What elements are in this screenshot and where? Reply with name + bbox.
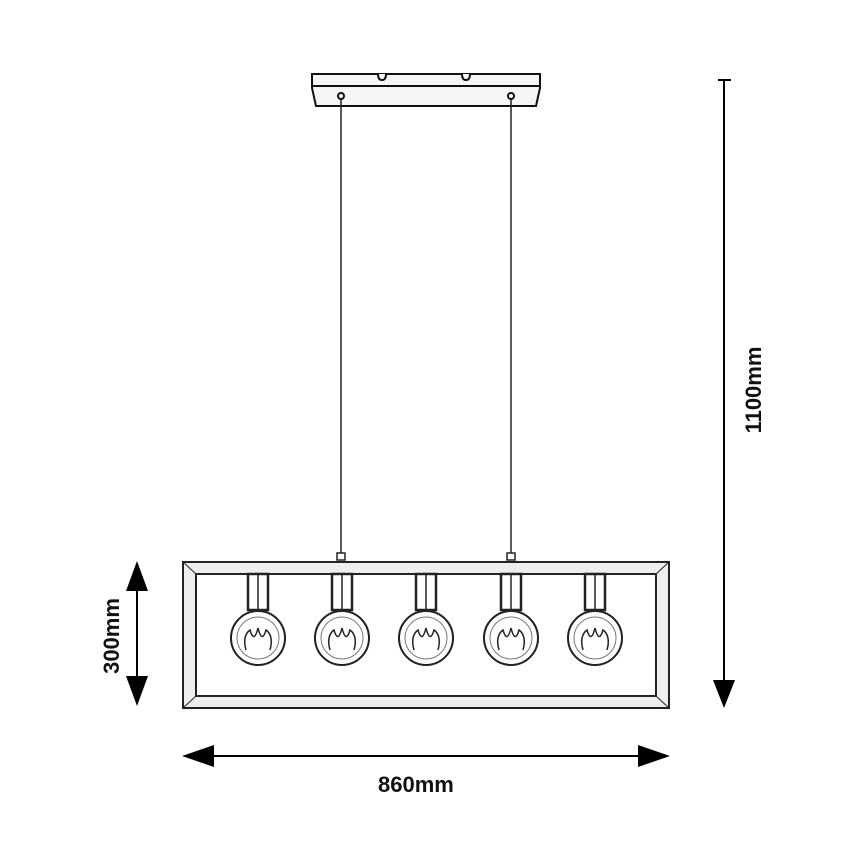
width-dimension-arrow — [182, 745, 670, 767]
bulb-5 — [567, 572, 623, 666]
width-label: 860mm — [378, 772, 454, 797]
total-height-label: 1100mm — [741, 346, 766, 434]
total-height-dimension-arrow — [713, 79, 735, 708]
bulb-2 — [314, 572, 370, 666]
ceiling-canopy — [311, 73, 541, 107]
bulbs — [230, 572, 623, 666]
frame-height-dimension-arrow — [126, 561, 148, 706]
bulb-4 — [483, 572, 539, 666]
frame-height-label: 300mm — [99, 598, 124, 674]
bulb-1 — [230, 572, 286, 666]
bulb-3 — [398, 572, 454, 666]
suspension-cables — [336, 100, 516, 561]
